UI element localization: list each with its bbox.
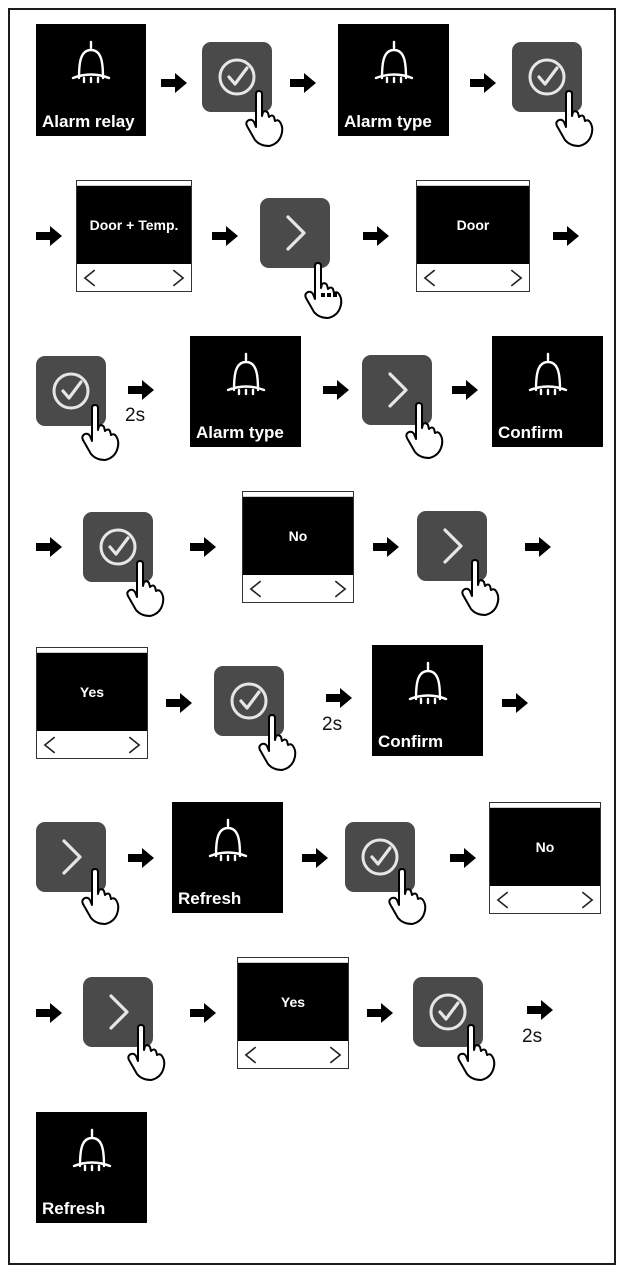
chevron-left-right-icons xyxy=(417,265,529,291)
checkmark-circle-icon xyxy=(230,682,268,720)
selector-door-temp: Door + Temp. xyxy=(76,180,192,292)
chevron-right-icon xyxy=(109,994,129,1030)
bell-icon xyxy=(71,40,111,84)
arrow-right-icon xyxy=(161,73,187,93)
pointing-hand-icon xyxy=(555,90,594,147)
checkmark-circle-icon xyxy=(218,58,256,96)
next-button[interactable] xyxy=(260,198,330,268)
bell-icon xyxy=(72,1128,111,1172)
duration-label: 2s xyxy=(125,405,146,426)
chevron-right-icon xyxy=(62,839,82,875)
arrow-right-icon xyxy=(36,226,62,246)
screen-confirm: Confirm xyxy=(372,645,483,756)
chevron-left-right-icons xyxy=(490,887,600,913)
screen-label: Confirm xyxy=(378,732,444,751)
pointing-hand-icon xyxy=(126,560,165,617)
selector-door: Door xyxy=(416,180,530,292)
arrow-right-icon xyxy=(128,380,154,400)
arrow-right-icon xyxy=(326,688,352,708)
arrow-right-icon xyxy=(470,73,496,93)
arrow-right-icon xyxy=(36,537,62,557)
chevron-left-right-icons xyxy=(238,1042,348,1068)
screen-label: Refresh xyxy=(178,889,242,908)
screen-label: Alarm type xyxy=(196,423,284,442)
duration-label: 2s xyxy=(322,714,343,735)
selector-no: No xyxy=(242,491,354,603)
arrow-right-icon xyxy=(363,226,389,246)
chevron-left-right-icons xyxy=(37,732,147,758)
screen-confirm: Confirm xyxy=(492,336,603,447)
arrow-right-icon xyxy=(166,693,192,713)
checkmark-circle-icon xyxy=(429,993,467,1031)
arrow-right-icon xyxy=(450,848,476,868)
chevron-right-icon xyxy=(443,528,463,564)
arrow-right-icon xyxy=(452,380,478,400)
confirm-button[interactable] xyxy=(413,977,483,1047)
arrow-right-icon xyxy=(553,226,579,246)
arrow-right-icon xyxy=(367,1003,393,1023)
arrow-right-icon xyxy=(128,848,154,868)
chevron-right-icon xyxy=(286,215,306,251)
arrow-right-icon xyxy=(302,848,328,868)
bell-icon xyxy=(208,818,247,862)
checkmark-circle-icon xyxy=(361,838,399,876)
pointing-hand-icon xyxy=(81,404,120,461)
checkmark-circle-icon xyxy=(528,58,566,96)
selector-value: No xyxy=(243,497,353,575)
pointing-hand-icon xyxy=(405,402,444,459)
arrow-right-icon xyxy=(290,73,316,93)
arrow-right-icon xyxy=(373,537,399,557)
checkmark-circle-icon xyxy=(99,528,137,566)
screen-alarm-relay: Alarm relay xyxy=(36,24,146,136)
bell-icon xyxy=(528,352,567,396)
chevron-right-icon xyxy=(388,372,408,408)
screen-alarm-type: Alarm type xyxy=(190,336,301,447)
arrow-right-icon xyxy=(212,226,238,246)
screen-label: Alarm type xyxy=(344,112,432,131)
selector-value: No xyxy=(490,808,600,886)
pointing-hand-icon xyxy=(457,1024,496,1081)
pointing-hand-icon xyxy=(461,559,500,616)
screen-refresh: Refresh xyxy=(36,1112,147,1223)
screen-label: Alarm relay xyxy=(42,112,135,131)
duration-label: 2s xyxy=(522,1026,543,1047)
bell-icon xyxy=(408,661,447,705)
arrow-right-icon xyxy=(36,1003,62,1023)
pointing-hand-icon xyxy=(388,868,427,925)
pointing-hand-icon xyxy=(127,1024,166,1081)
screen-label: Refresh xyxy=(42,1199,106,1218)
screen-alarm-type: Alarm type xyxy=(338,24,449,136)
pointing-hand-icon xyxy=(245,90,284,147)
arrow-right-icon xyxy=(525,537,551,557)
pointing-hand-icon xyxy=(81,868,120,925)
arrow-right-icon xyxy=(323,380,349,400)
bell-icon xyxy=(226,352,265,396)
checkmark-circle-icon xyxy=(52,372,90,410)
pointing-hand-icon xyxy=(304,262,343,319)
bell-icon xyxy=(374,40,413,84)
arrow-right-icon xyxy=(190,1003,216,1023)
selector-value: Yes xyxy=(238,963,348,1041)
arrow-right-icon xyxy=(190,537,216,557)
pointing-hand-icon xyxy=(258,714,297,771)
selector-yes: Yes xyxy=(237,957,349,1069)
screen-refresh: Refresh xyxy=(172,802,283,913)
selector-no: No xyxy=(489,802,601,914)
selector-value: Door + Temp. xyxy=(77,186,191,264)
screen-label: Confirm xyxy=(498,423,564,442)
chevron-left-right-icons xyxy=(243,576,353,602)
chevron-left-right-icons xyxy=(77,265,191,291)
arrow-right-icon xyxy=(502,693,528,713)
selector-value: Door xyxy=(417,186,529,264)
selector-value: Yes xyxy=(37,653,147,731)
arrow-right-icon xyxy=(527,1000,553,1020)
selector-yes: Yes xyxy=(36,647,148,759)
